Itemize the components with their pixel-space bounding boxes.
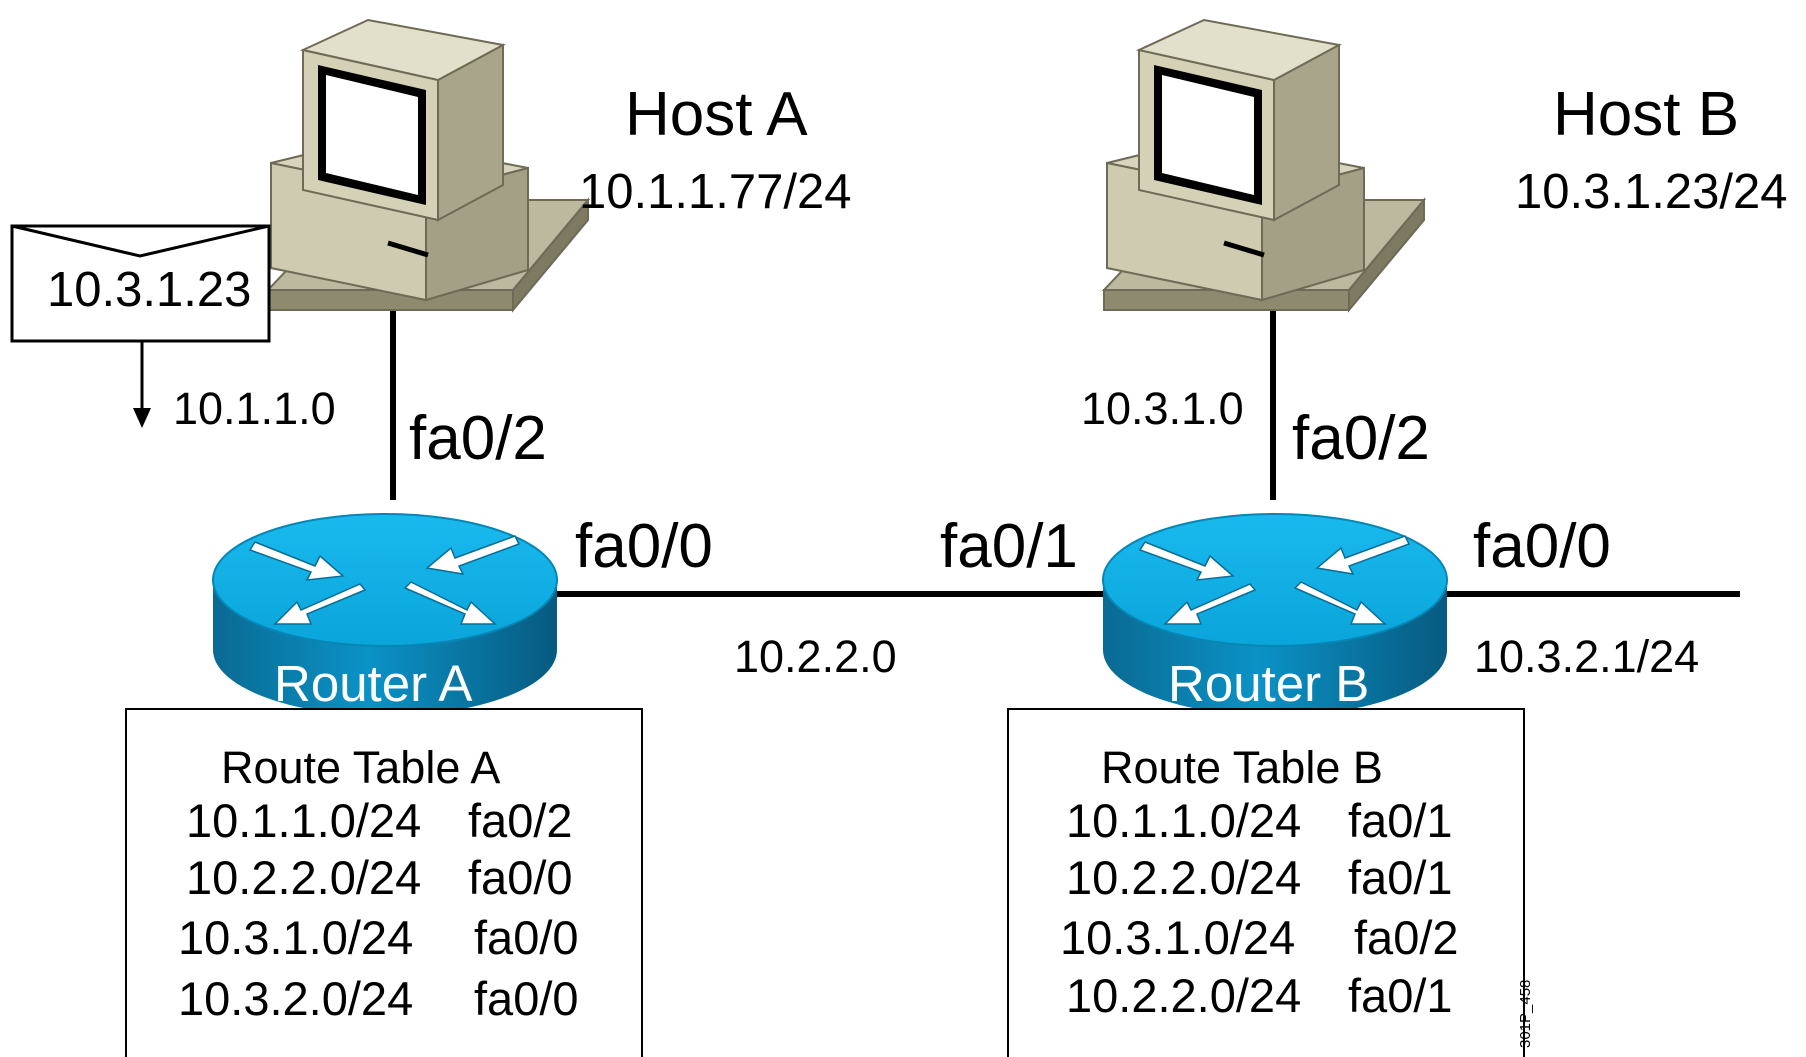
route-a-row-3-network: 10.3.1.0/24 [178, 911, 414, 964]
route-a-row-4-interface: fa0/0 [474, 972, 579, 1025]
packet-envelope-icon [10, 224, 271, 343]
route-a-row-2-interface: fa0/0 [468, 851, 573, 904]
network-a-lan: 10.1.1.0 [173, 383, 336, 434]
route-b-row-2-interface: fa0/1 [1348, 851, 1453, 904]
network-b-lan: 10.3.1.0 [1081, 383, 1244, 434]
router-a-lan-interface: fa0/2 [409, 404, 547, 473]
route-b-row-3-interface: fa0/2 [1354, 911, 1459, 964]
route-b-row-1-interface: fa0/1 [1348, 794, 1453, 847]
route-a-row-4-network: 10.3.2.0/24 [178, 972, 414, 1025]
route-a-row-2-network: 10.2.2.0/24 [186, 851, 422, 904]
route-table-a [125, 708, 643, 1057]
router-a-name: Router A [274, 655, 473, 712]
route-b-row-3-network: 10.3.1.0/24 [1060, 911, 1296, 964]
route-table-b-title: Route Table B [1101, 742, 1383, 793]
router-b-transit-interface: fa0/1 [940, 512, 1078, 581]
route-b-row-1-network: 10.1.1.0/24 [1066, 794, 1302, 847]
router-b-lan-interface: fa0/2 [1292, 404, 1430, 473]
packet-arrow-head [133, 408, 151, 428]
route-a-row-1-interface: fa0/2 [468, 794, 573, 847]
computer-icon-host-a [265, 18, 591, 313]
packet-dest-ip: 10.3.1.23 [47, 263, 252, 317]
route-table-b [1007, 708, 1525, 1057]
network-transit: 10.2.2.0 [734, 631, 897, 682]
route-table-a-title: Route Table A [221, 742, 501, 793]
router-icon-router-b [1102, 513, 1448, 716]
route-b-row-4-interface: fa0/1 [1348, 969, 1453, 1022]
host-b-ip: 10.3.1.23/24 [1515, 165, 1788, 219]
route-b-row-2-network: 10.2.2.0/24 [1066, 851, 1302, 904]
route-a-row-1-network: 10.1.1.0/24 [186, 794, 422, 847]
route-b-row-4-network: 10.2.2.0/24 [1066, 969, 1302, 1022]
route-a-row-3-interface: fa0/0 [474, 911, 579, 964]
router-b-name: Router B [1168, 655, 1370, 712]
router-b-wan-interface: fa0/0 [1473, 512, 1611, 581]
router-a-wan-interface: fa0/0 [575, 512, 713, 581]
host-a-name: Host A [625, 80, 808, 149]
host-a-ip: 10.1.1.77/24 [579, 165, 852, 219]
router-icon-router-a [212, 513, 558, 716]
computer-icon-host-b [1101, 18, 1427, 313]
figure-code: 301P_458 [1517, 979, 1534, 1048]
host-b-name: Host B [1553, 80, 1740, 149]
network-b-wan: 10.3.2.1/24 [1474, 631, 1700, 682]
